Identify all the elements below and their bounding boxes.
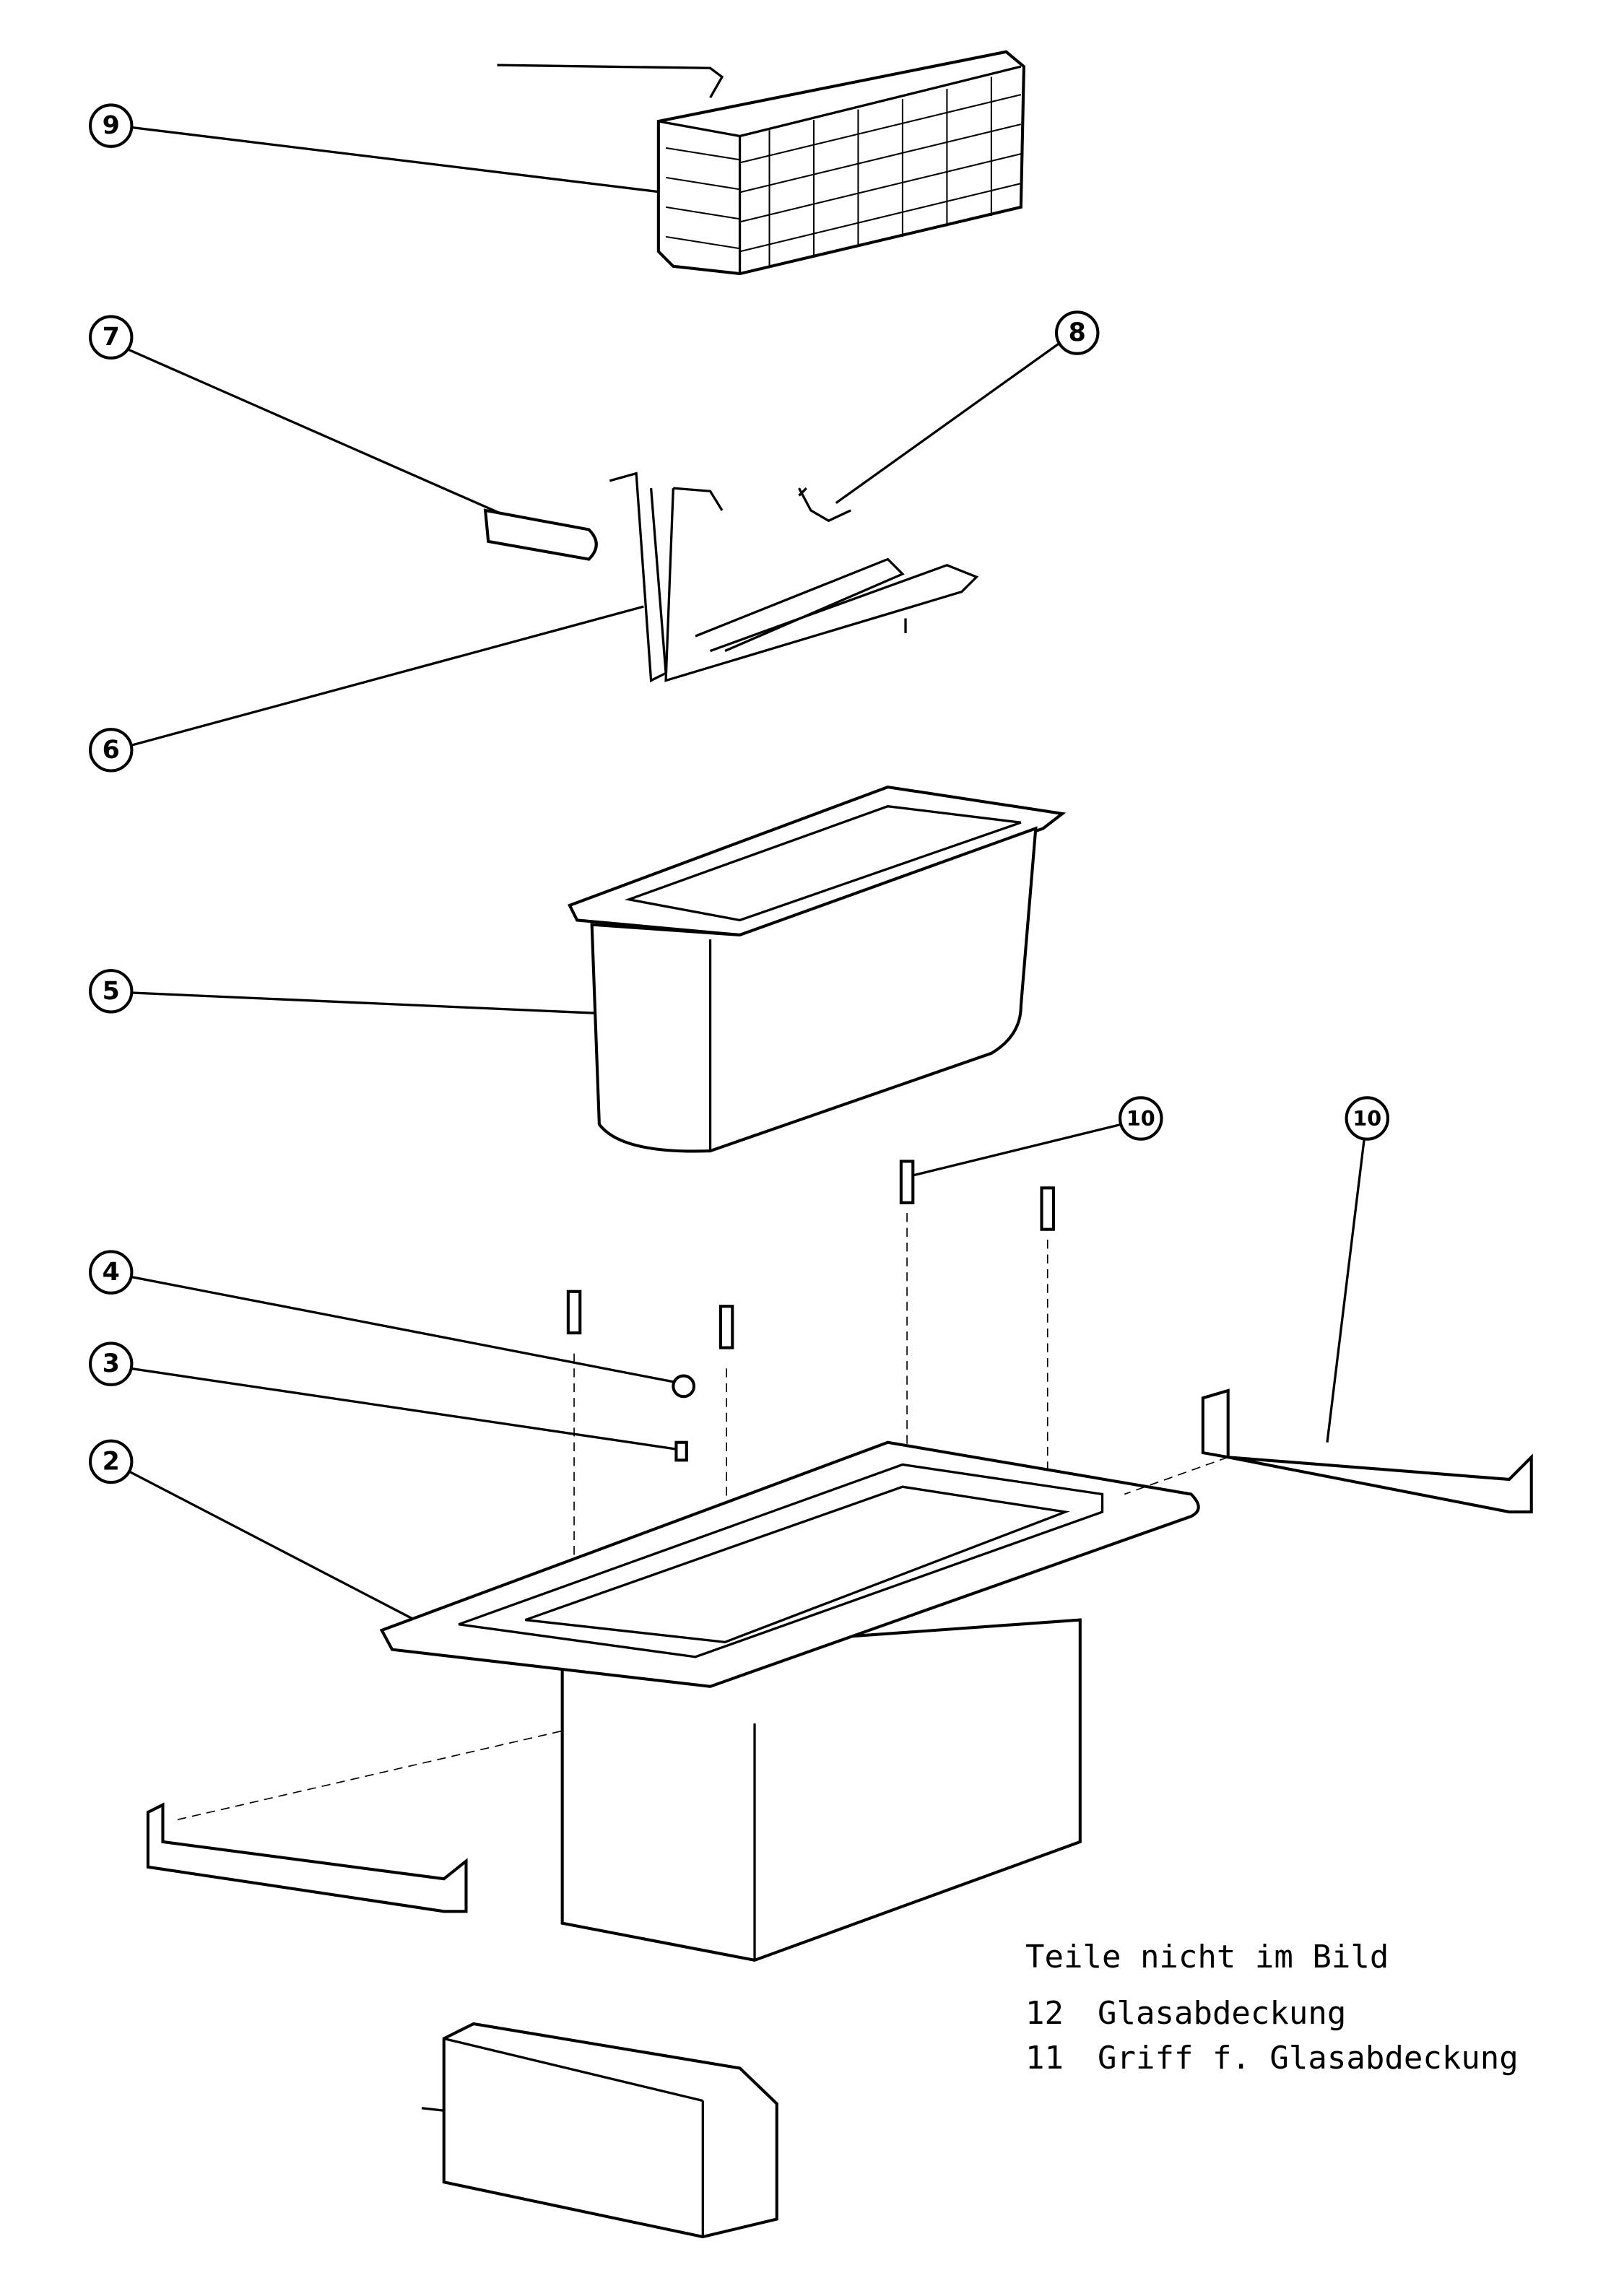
legend-item-label: Glasabdeckung bbox=[1098, 1995, 1347, 2032]
clip bbox=[798, 487, 851, 523]
svg-text:9: 9 bbox=[103, 111, 120, 140]
callout-8: 8 bbox=[1054, 310, 1100, 355]
side-rail-right bbox=[1201, 1388, 1533, 1514]
callout-4: 4 bbox=[88, 1250, 134, 1295]
svg-text:3: 3 bbox=[103, 1349, 120, 1378]
svg-text:7: 7 bbox=[103, 323, 120, 352]
legend-title: Teile nicht im Bild bbox=[1025, 1939, 1389, 1975]
fryer-tank bbox=[379, 1440, 1200, 1962]
callout-5: 5 bbox=[88, 969, 134, 1014]
callout-2: 2 bbox=[88, 1439, 134, 1484]
pin bbox=[674, 1440, 688, 1462]
leader-lines bbox=[126, 126, 1365, 2117]
callouts: 9 7 8 6 5 10 10 4 3 2 bbox=[88, 103, 1390, 1484]
legend-item-label: Griff f. Glasabdeckung bbox=[1098, 2040, 1519, 2077]
legend-item-number: 12 bbox=[1025, 1995, 1064, 2032]
fry-basket bbox=[497, 50, 1026, 276]
legend-item-number: 11 bbox=[1025, 2040, 1064, 2077]
control-box bbox=[442, 2022, 778, 2239]
mounting-plate bbox=[483, 508, 598, 561]
callout-10b: 10 bbox=[1345, 1096, 1390, 1141]
knob bbox=[672, 1374, 696, 1399]
svg-text:10: 10 bbox=[1126, 1106, 1155, 1131]
svg-text:6: 6 bbox=[103, 736, 120, 765]
callout-9: 9 bbox=[88, 103, 134, 148]
svg-text:5: 5 bbox=[103, 977, 120, 1006]
svg-text:8: 8 bbox=[1069, 318, 1086, 347]
parts-not-shown-legend: Teile nicht im Bild 12 Glasabdeckung 11 Gr… bbox=[1025, 1935, 1519, 2081]
legend-item: 11 Griff f. Glasabdeckung bbox=[1025, 2036, 1519, 2081]
callout-10a: 10 bbox=[1119, 1096, 1163, 1141]
callout-3: 3 bbox=[88, 1341, 134, 1386]
svg-text:4: 4 bbox=[103, 1258, 120, 1287]
legend-item: 12 Glasabdeckung bbox=[1025, 1991, 1519, 2036]
svg-text:2: 2 bbox=[103, 1447, 120, 1476]
svg-text:10: 10 bbox=[1352, 1106, 1381, 1131]
callout-7: 7 bbox=[88, 315, 134, 360]
frying-pan-insert bbox=[568, 785, 1067, 1153]
callout-6: 6 bbox=[88, 728, 134, 773]
side-rail-left bbox=[146, 1802, 468, 1913]
heating-element bbox=[609, 471, 979, 683]
